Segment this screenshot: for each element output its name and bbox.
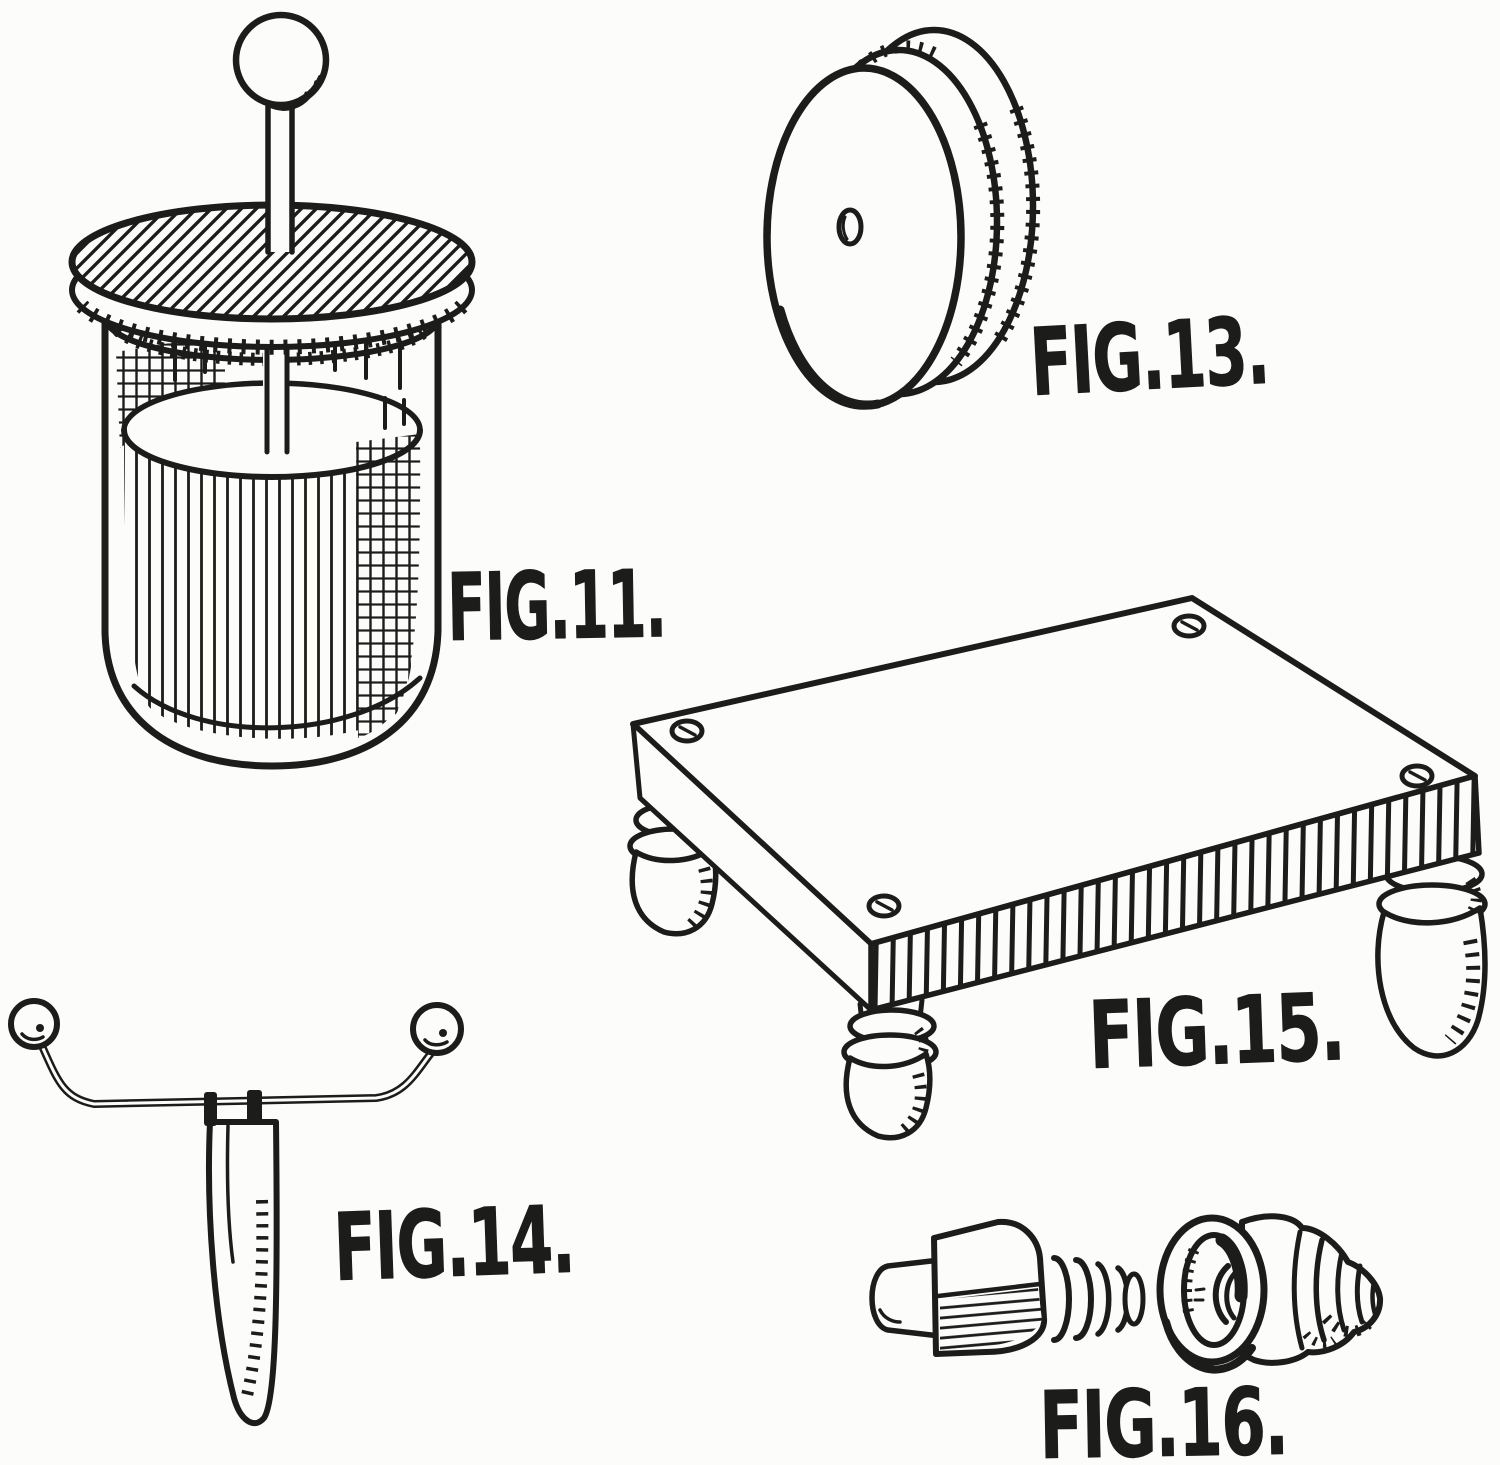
figure-label-15: FIG.15. — [1087, 973, 1346, 1090]
jar-bottom-inner-arc — [131, 675, 423, 731]
jar-foil-crosshatch-right — [356, 434, 421, 738]
socket-opening-ticks — [1181, 1247, 1200, 1320]
board-edge-front — [868, 773, 1482, 1013]
board-screw-hole-right — [1399, 763, 1435, 789]
screw-threads — [1051, 1255, 1146, 1343]
screw-tip — [869, 1257, 943, 1339]
socket-flange-heavy-edge — [1162, 1318, 1256, 1374]
wire — [38, 1042, 436, 1108]
wire-clamp-left — [204, 1092, 217, 1126]
figure-terminal-socket — [1156, 1213, 1384, 1374]
socket-groove — [1291, 1229, 1305, 1351]
jar-mouth-dashes — [383, 396, 406, 430]
wire-clamp-right — [247, 1090, 262, 1124]
socket-under-shading — [1302, 1330, 1337, 1348]
board-screw-hole-back — [1171, 613, 1207, 639]
figure-label-13: FIG.13. — [1027, 297, 1270, 417]
screw-nut-crease — [935, 1281, 1043, 1299]
jar-lid-edge-ticks — [76, 300, 468, 355]
jar-rim-beads — [113, 325, 431, 366]
jar-ball — [232, 11, 330, 111]
board-screw-hole-left — [669, 718, 705, 744]
wire-core — [40, 1044, 434, 1106]
figure-leyden-jar — [68, 11, 476, 770]
figure-discharger — [8, 998, 464, 1427]
jar-rod-top — [265, 99, 295, 255]
socket-body — [1239, 1213, 1384, 1366]
disc-face-heavy-edge — [775, 305, 883, 410]
screw-nut-hatch — [940, 1288, 1042, 1350]
figure-baseboard — [627, 595, 1488, 1141]
figure-disc — [763, 26, 1041, 410]
socket-bore — [1212, 1263, 1239, 1325]
disc-center-hole — [836, 207, 864, 247]
jar-mouth-front-arc — [121, 427, 423, 480]
socket-cone-shading — [1321, 1314, 1372, 1338]
figure-label-11: FIG.11. — [446, 550, 666, 662]
socket-opening-marks — [1193, 1287, 1206, 1302]
wire-ball-right — [410, 1002, 464, 1056]
figure-label-16: FIG.16. — [1038, 1368, 1288, 1465]
socket-opening-dark-rim — [1215, 1233, 1248, 1303]
wire-ball-left — [8, 998, 60, 1050]
handle-inner-line — [225, 1124, 235, 1264]
disc-outer-ticks — [993, 105, 1041, 344]
figure-terminal-screw — [869, 1218, 1146, 1357]
socket-ribs — [1313, 1237, 1378, 1343]
board-leg-front — [841, 997, 939, 1141]
board-screw-hole-front — [866, 893, 902, 919]
jar-foil-lining — [124, 430, 421, 739]
handle-ticks — [240, 1199, 269, 1402]
figure-label-14: FIG.14. — [332, 1186, 576, 1302]
